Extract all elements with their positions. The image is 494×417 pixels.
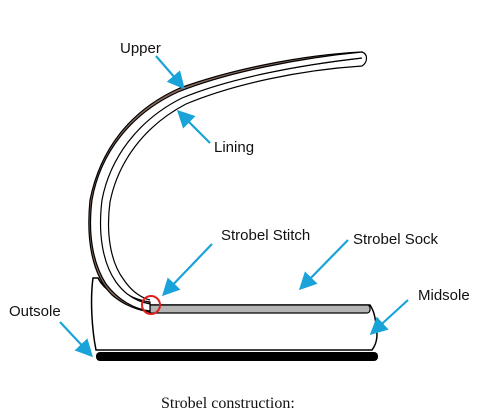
outsole-label: Outsole	[9, 303, 61, 320]
diagram-caption: Strobel construction:	[161, 395, 295, 412]
strobel-stitch-label: Strobel Stitch	[221, 227, 310, 244]
upper-label: Upper	[120, 40, 161, 57]
strobel-stitch-arrow	[161, 243, 213, 297]
strobel-stitch-marker	[141, 295, 161, 315]
strobel-sock-shape	[147, 304, 371, 314]
strobel-sock-arrow	[298, 239, 349, 291]
upper-arrow	[155, 55, 185, 90]
midsole-arrow	[369, 299, 409, 335]
midsole-label: Midsole	[418, 287, 470, 304]
strobel-sock-label: Strobel Sock	[353, 231, 439, 248]
outsole-arrow	[59, 321, 94, 358]
lining-label: Lining	[214, 139, 254, 156]
lining-shape	[89, 51, 368, 312]
lining-arrow	[176, 109, 211, 144]
outsole-shape	[96, 352, 378, 361]
